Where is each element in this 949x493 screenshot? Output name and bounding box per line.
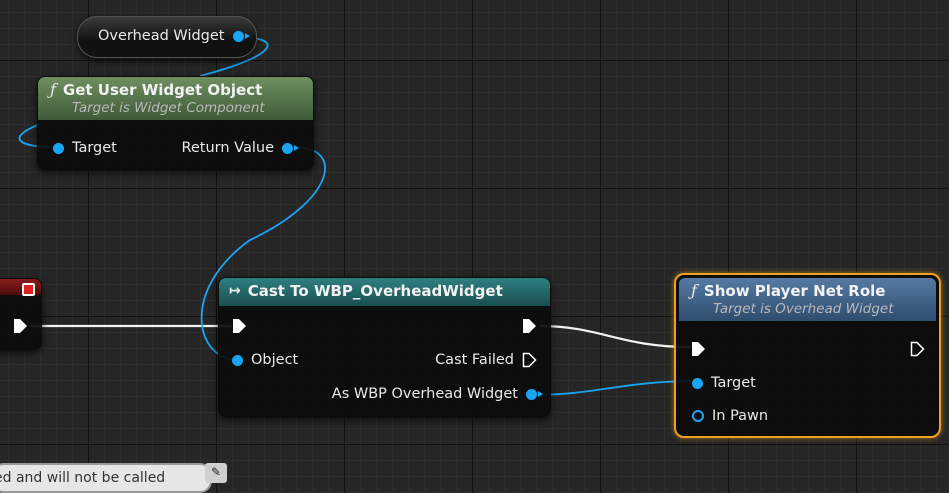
get-user-widget-object-node[interactable]: ƒ Get User Widget Object Target is Widget… — [37, 76, 314, 170]
overhead-widget-variable-node[interactable]: Overhead Widget — [77, 16, 257, 58]
data-pin-icon[interactable] — [692, 410, 704, 422]
pin-icon[interactable]: ✎ — [205, 463, 227, 483]
pin-target[interactable]: Target — [692, 375, 756, 391]
pin-object[interactable]: Object — [232, 352, 298, 368]
data-pin-icon[interactable] — [526, 388, 543, 400]
cast-to-node[interactable]: ↦ Cast To WBP_OverheadWidget Object Cast… — [218, 277, 551, 417]
function-icon: ƒ — [50, 80, 56, 99]
show-player-net-role-node[interactable]: ƒ Show Player Net Role Target is Overhead… — [674, 273, 941, 438]
pin-cast-failed[interactable]: Cast Failed — [435, 352, 537, 368]
cast-to-header: ↦ Cast To WBP_OverheadWidget — [219, 278, 550, 306]
get-user-widget-object-subtitle: Target is Widget Component — [72, 100, 265, 116]
exec-pin-icon[interactable] — [522, 352, 537, 368]
stop-icon — [22, 283, 35, 296]
pin-as-wbp-overhead-widget[interactable]: As WBP Overhead Widget — [332, 386, 543, 402]
exec-in-pin-icon[interactable] — [232, 318, 247, 334]
cast-to-title: Cast To WBP_OverheadWidget — [247, 282, 503, 300]
data-pin-icon[interactable] — [232, 30, 250, 42]
data-pin-icon[interactable] — [53, 142, 64, 154]
data-pin-icon[interactable] — [692, 377, 703, 389]
exec-wire-cast-to-show[interactable] — [539, 324, 691, 349]
exec-in-pin-icon[interactable] — [691, 341, 706, 357]
left-partial-node[interactable] — [0, 278, 42, 350]
show-player-net-role-title: Show Player Net Role — [703, 281, 886, 300]
data-pin-icon[interactable] — [232, 354, 243, 366]
exec-out-pin-icon[interactable] — [522, 318, 537, 334]
overhead-widget-label: Overhead Widget — [98, 28, 250, 44]
wire-as-to-target[interactable] — [529, 380, 699, 396]
pin-target[interactable]: Target — [53, 140, 117, 156]
data-pin-icon[interactable] — [282, 142, 299, 154]
exec-out-pin-icon[interactable] — [910, 341, 925, 357]
get-user-widget-object-title: Get User Widget Object — [62, 80, 263, 99]
pin-in-pawn[interactable]: In Pawn — [692, 408, 768, 424]
comment-bubble[interactable]: ed and will not be called — [0, 463, 212, 493]
pin-return-value[interactable]: Return Value — [181, 140, 299, 156]
cast-icon: ↦ — [229, 283, 241, 299]
show-player-net-role-subtitle: Target is Overhead Widget — [713, 301, 894, 317]
exec-out-pin-icon[interactable] — [13, 318, 28, 334]
comment-bubble-text: ed and will not be called — [0, 470, 166, 486]
function-icon: ƒ — [691, 281, 697, 300]
show-player-net-role-header: ƒ Show Player Net Role Target is Overhead… — [679, 278, 936, 321]
wire-return-to-object[interactable] — [200, 146, 326, 361]
get-user-widget-object-header: ƒ Get User Widget Object Target is Widget… — [38, 77, 313, 120]
